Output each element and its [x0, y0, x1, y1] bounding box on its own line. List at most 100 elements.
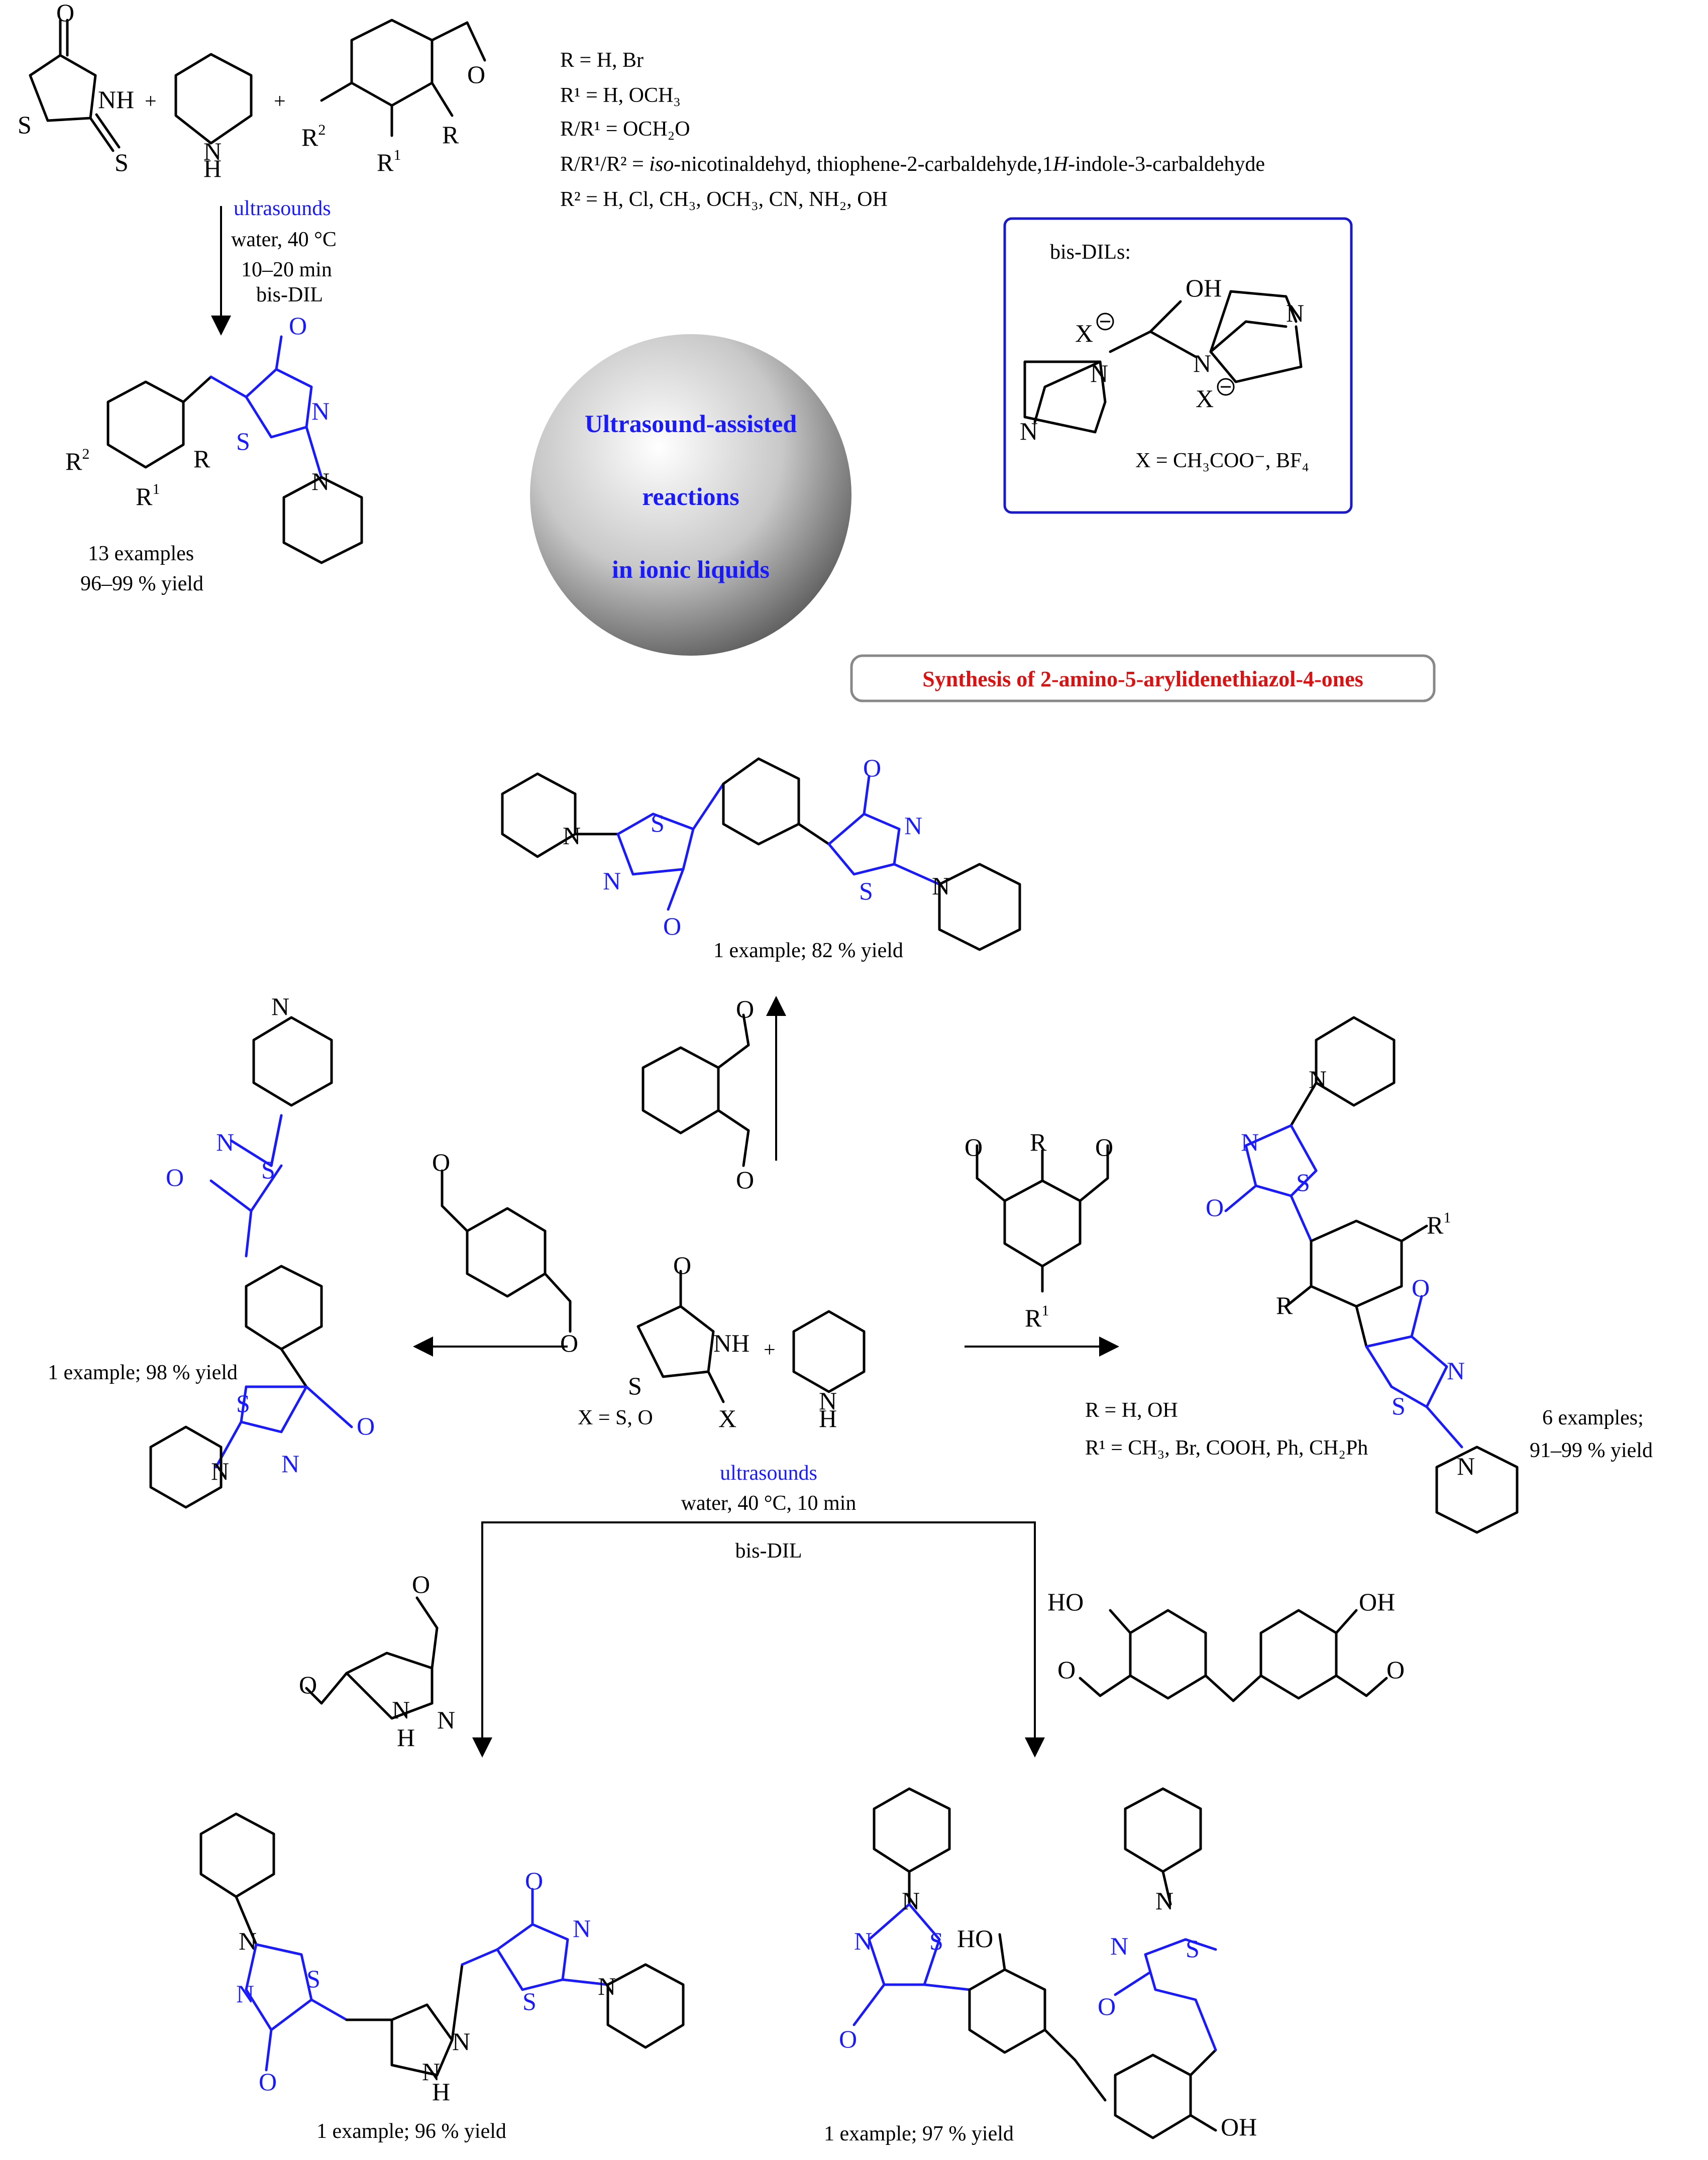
svg-text:H: H: [203, 154, 222, 182]
svg-text:O: O: [1095, 1133, 1113, 1161]
svg-text:S: S: [929, 1927, 943, 1955]
svg-text:NH: NH: [98, 85, 134, 114]
svg-text:O: O: [289, 312, 307, 340]
ortho-yield: 1 example; 82 % yield: [713, 939, 903, 962]
bisdil-title: bis-DILs:: [1050, 241, 1131, 264]
svg-text:NH: NH: [713, 1329, 750, 1357]
top-condition-time: 10–20 min: [241, 258, 332, 281]
svg-text:N: N: [1309, 1065, 1327, 1093]
svg-text:+: +: [274, 90, 286, 113]
svg-text:HO: HO: [1047, 1588, 1084, 1616]
svg-text:R1: R1: [1025, 1302, 1049, 1332]
svg-text:R: R: [442, 121, 459, 149]
svg-text:N: N: [422, 2058, 440, 2086]
svg-text:N: N: [1110, 1932, 1128, 1960]
svg-text:R: R: [1276, 1291, 1293, 1319]
top-product-structure: O N S N R R2 R1: [65, 312, 363, 564]
pyrazoline-yield: 1 example; 96 % yield: [316, 2120, 506, 2143]
svg-text:H: H: [397, 1723, 415, 1752]
svg-text:O: O: [259, 2068, 277, 2096]
top-condition-water: water, 40 °C: [231, 228, 337, 251]
svg-text:O: O: [432, 1148, 450, 1176]
svg-text:N: N: [1457, 1452, 1475, 1480]
svg-text:O: O: [663, 912, 681, 940]
center-condition-ultrasound: ultrasounds: [720, 1462, 817, 1485]
bisphenol-yield: 1 example; 97 % yield: [824, 2122, 1014, 2145]
svg-text:O: O: [525, 1867, 543, 1895]
svg-text:X: X: [718, 1404, 736, 1432]
top-yield-count: 13 examples: [88, 542, 194, 565]
svg-text:S: S: [236, 1389, 250, 1417]
rhodanine-reactant: O NH S S: [18, 0, 134, 176]
svg-text:N: N: [236, 1980, 254, 2008]
svg-text:N: N: [598, 1972, 616, 2000]
svg-text:N: N: [902, 1887, 920, 1915]
svg-text:O: O: [1412, 1274, 1430, 1302]
iso-product-structure: N N S O R1 R O N S N: [1206, 1016, 1519, 1534]
svg-text:H: H: [432, 2078, 450, 2106]
svg-text:N: N: [1447, 1357, 1465, 1385]
svg-text:S: S: [628, 1372, 642, 1400]
svg-text:R1: R1: [377, 147, 401, 176]
svg-text:N: N: [311, 397, 330, 425]
svg-text:S: S: [1392, 1392, 1406, 1420]
center-piperidine: N H: [792, 1310, 866, 1432]
center-condition-catalyst: bis-DIL: [735, 1539, 802, 1563]
svg-text:S: S: [522, 1987, 537, 2015]
svg-text:N: N: [904, 811, 922, 840]
sphere-line-1: Ultrasound-assisted: [585, 409, 797, 438]
svg-text:R: R: [193, 445, 210, 473]
terephthalaldehyde: O O: [432, 1148, 578, 1357]
center-thiazolidine: O NH S X: [628, 1251, 750, 1432]
svg-text:O: O: [965, 1133, 983, 1161]
svg-text:N: N: [203, 137, 222, 165]
svg-text:N: N: [932, 872, 950, 900]
svg-text:O: O: [166, 1163, 184, 1191]
svg-text:S: S: [651, 809, 665, 837]
svg-text:R: R: [1030, 1128, 1047, 1156]
svg-text:H: H: [819, 1404, 837, 1432]
svg-text:O: O: [467, 60, 485, 88]
iso-sub-r1: R¹ = CH₃, Br, COOH, Ph, CH₂Ph: [1085, 1436, 1368, 1460]
svg-text:O: O: [736, 1166, 754, 1194]
svg-text:OH: OH: [1221, 2113, 1257, 2141]
bisdil-box: [1003, 217, 1353, 514]
svg-text:N: N: [1241, 1128, 1259, 1156]
sub-line-2: R¹ = H, OCH₃: [560, 84, 681, 107]
svg-text:O: O: [673, 1251, 691, 1279]
svg-text:S: S: [1186, 1934, 1200, 1963]
svg-text:N: N: [1020, 417, 1038, 445]
svg-text:R2: R2: [65, 446, 89, 475]
svg-text:O: O: [357, 1412, 375, 1440]
svg-text:N: N: [854, 1927, 872, 1955]
ortho-product-structure: S N O O N S N N: [501, 754, 1021, 951]
para-product-structure: N S O S N O N N: [149, 992, 375, 1509]
svg-text:N: N: [437, 1706, 455, 1734]
svg-text:N: N: [239, 1927, 257, 1955]
top-yield-range: 96–99 % yield: [80, 572, 203, 595]
pyrazoline-product-structure: N S N O N N H O N S N: [199, 1812, 685, 2106]
svg-text:N: N: [1286, 299, 1304, 327]
svg-text:O: O: [56, 0, 74, 27]
svg-text:OH: OH: [1186, 274, 1222, 302]
svg-text:N: N: [392, 1696, 410, 1724]
svg-text:R2: R2: [301, 122, 326, 151]
sphere-graphic: [530, 334, 851, 656]
svg-text:N: N: [211, 1457, 229, 1485]
svg-text:R1: R1: [1427, 1209, 1451, 1239]
svg-text:S: S: [859, 877, 873, 905]
svg-text:OH: OH: [1359, 1588, 1395, 1616]
iso-yield-count: 6 examples;: [1542, 1406, 1644, 1429]
svg-text:O: O: [560, 1329, 578, 1357]
svg-text:N: N: [1193, 349, 1211, 377]
svg-text:HO: HO: [957, 1924, 993, 1952]
svg-text:O: O: [299, 1671, 317, 1699]
svg-text:O: O: [863, 754, 881, 782]
svg-text:S: S: [261, 1156, 275, 1184]
svg-text:R1: R1: [136, 481, 160, 510]
svg-text:N: N: [563, 821, 581, 850]
sub-line-5: R² = H, Cl, CH₃, OCH₃, CN, NH₂, OH: [560, 188, 888, 211]
svg-text:N: N: [573, 1914, 591, 1942]
phthalaldehyde: O O: [642, 995, 754, 1194]
